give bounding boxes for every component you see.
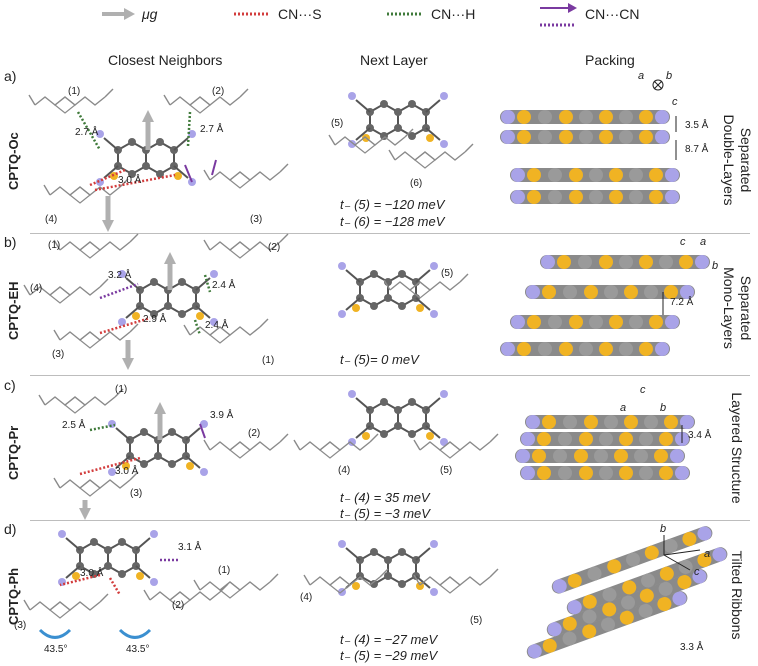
panel-divider bbox=[30, 375, 750, 376]
column-closest: Closest Neighbors bbox=[108, 52, 223, 68]
column-packing: Packing bbox=[585, 52, 635, 68]
distance-label: 3.1 Å bbox=[178, 542, 202, 553]
arrow-dotted-icon bbox=[540, 3, 577, 27]
panel-letter-d: d) bbox=[4, 521, 17, 537]
axis-label: a bbox=[700, 236, 707, 248]
neighbor-label: (5) bbox=[331, 118, 344, 129]
legend-cnh-label: CN···H bbox=[431, 6, 476, 22]
transfer-integral: t₋ (5)= 0 meV bbox=[340, 352, 419, 367]
axis-label: c bbox=[640, 384, 646, 396]
neighbor-label: (1) bbox=[218, 565, 231, 576]
transfer-integral: t₋ (6) = −128 meV bbox=[340, 214, 445, 229]
distance-label: 2.5 Å bbox=[62, 420, 86, 431]
neighbor-label: (3) bbox=[52, 349, 65, 360]
angle-label: 43.5° bbox=[126, 644, 150, 655]
distance-label: 3.3 Å bbox=[680, 642, 704, 653]
neighbor-label: (2) bbox=[248, 428, 261, 439]
legend-cns: CN···S bbox=[232, 6, 322, 22]
angle-label: 43.5° bbox=[44, 644, 68, 655]
neighbor-label: (5) bbox=[470, 615, 483, 626]
panel-letter-c: c) bbox=[4, 377, 16, 393]
panel-divider bbox=[30, 233, 750, 234]
axis-label: a bbox=[638, 70, 645, 82]
neighbor-label: (4) bbox=[45, 214, 58, 225]
transfer-integral: t₋ (4) = 35 meV bbox=[340, 490, 430, 505]
neighbor-label: (1) bbox=[48, 240, 61, 251]
distance-label: 7.2 Å bbox=[670, 297, 694, 308]
distance-label: 2.9 Å bbox=[143, 314, 167, 325]
axis-label: c bbox=[672, 96, 678, 108]
legend-mu: μg bbox=[100, 6, 157, 22]
axis-label: a bbox=[620, 402, 627, 414]
distance-label: 3.4 Å bbox=[688, 430, 712, 441]
axis-label: c bbox=[680, 236, 686, 248]
distance-label: 2.4 Å bbox=[205, 320, 229, 331]
column-next: Next Layer bbox=[360, 52, 428, 68]
axis-label: b bbox=[666, 70, 673, 82]
transfer-integral: t₋ (4) = −27 meV bbox=[340, 632, 438, 647]
distance-label: 3.0 Å bbox=[115, 466, 139, 477]
legend-cncn bbox=[538, 0, 578, 30]
legend-cncn-label: CN···CN bbox=[585, 6, 640, 22]
transfer-integral: t₋ (5) = −3 meV bbox=[340, 506, 430, 521]
distance-label: 3.9 Å bbox=[210, 410, 234, 421]
legend-cnh: CN···H bbox=[385, 6, 475, 22]
arrow-icon bbox=[102, 8, 135, 20]
distance-label: 3.0 Å bbox=[118, 175, 142, 186]
transfer-integral: t₋ (5) = −29 meV bbox=[340, 648, 438, 663]
neighbor-label: (1) bbox=[68, 86, 81, 97]
axis-label: a bbox=[704, 548, 711, 560]
neighbor-label: (2) bbox=[172, 600, 185, 611]
distance-label: 3.5 Å bbox=[685, 120, 709, 131]
neighbor-label: (1) bbox=[115, 384, 128, 395]
axis-label: b bbox=[660, 523, 667, 535]
dotted-line-icon bbox=[234, 12, 270, 16]
axis-label: b bbox=[712, 260, 719, 272]
panel-letter-a: a) bbox=[4, 68, 17, 84]
axis-label: c bbox=[694, 566, 700, 578]
neighbor-label: (6) bbox=[410, 178, 423, 189]
distance-label: 2.4 Å bbox=[212, 280, 236, 291]
neighbor-label: (4) bbox=[300, 592, 313, 603]
legend-mu-label: μg bbox=[142, 6, 158, 22]
dotted-line-icon bbox=[387, 12, 423, 16]
neighbor-label: (4) bbox=[338, 465, 351, 476]
neighbor-label: (5) bbox=[440, 465, 453, 476]
distance-label: 2.7 Å bbox=[200, 124, 224, 135]
legend-cns-label: CN···S bbox=[278, 6, 322, 22]
distance-label: 3.0 Å bbox=[80, 568, 104, 579]
distance-label: 8.7 Å bbox=[685, 144, 709, 155]
panel-divider bbox=[30, 520, 750, 521]
distance-label: 2.7 Å bbox=[75, 127, 99, 138]
neighbor-label: (2) bbox=[212, 86, 225, 97]
panel-letter-b: b) bbox=[4, 234, 17, 250]
neighbor-label: (1) bbox=[262, 355, 275, 366]
neighbor-label: (3) bbox=[14, 620, 27, 631]
transfer-integral: t₋ (5) = −120 meV bbox=[340, 197, 445, 212]
neighbor-label: (5) bbox=[441, 268, 454, 279]
distance-label: 3.2 Å bbox=[108, 270, 132, 281]
neighbor-label: (4) bbox=[30, 283, 43, 294]
axis-label: b bbox=[660, 402, 667, 414]
neighbor-label: (3) bbox=[130, 488, 143, 499]
neighbor-label: (3) bbox=[250, 214, 263, 225]
neighbor-label: (2) bbox=[268, 242, 281, 253]
